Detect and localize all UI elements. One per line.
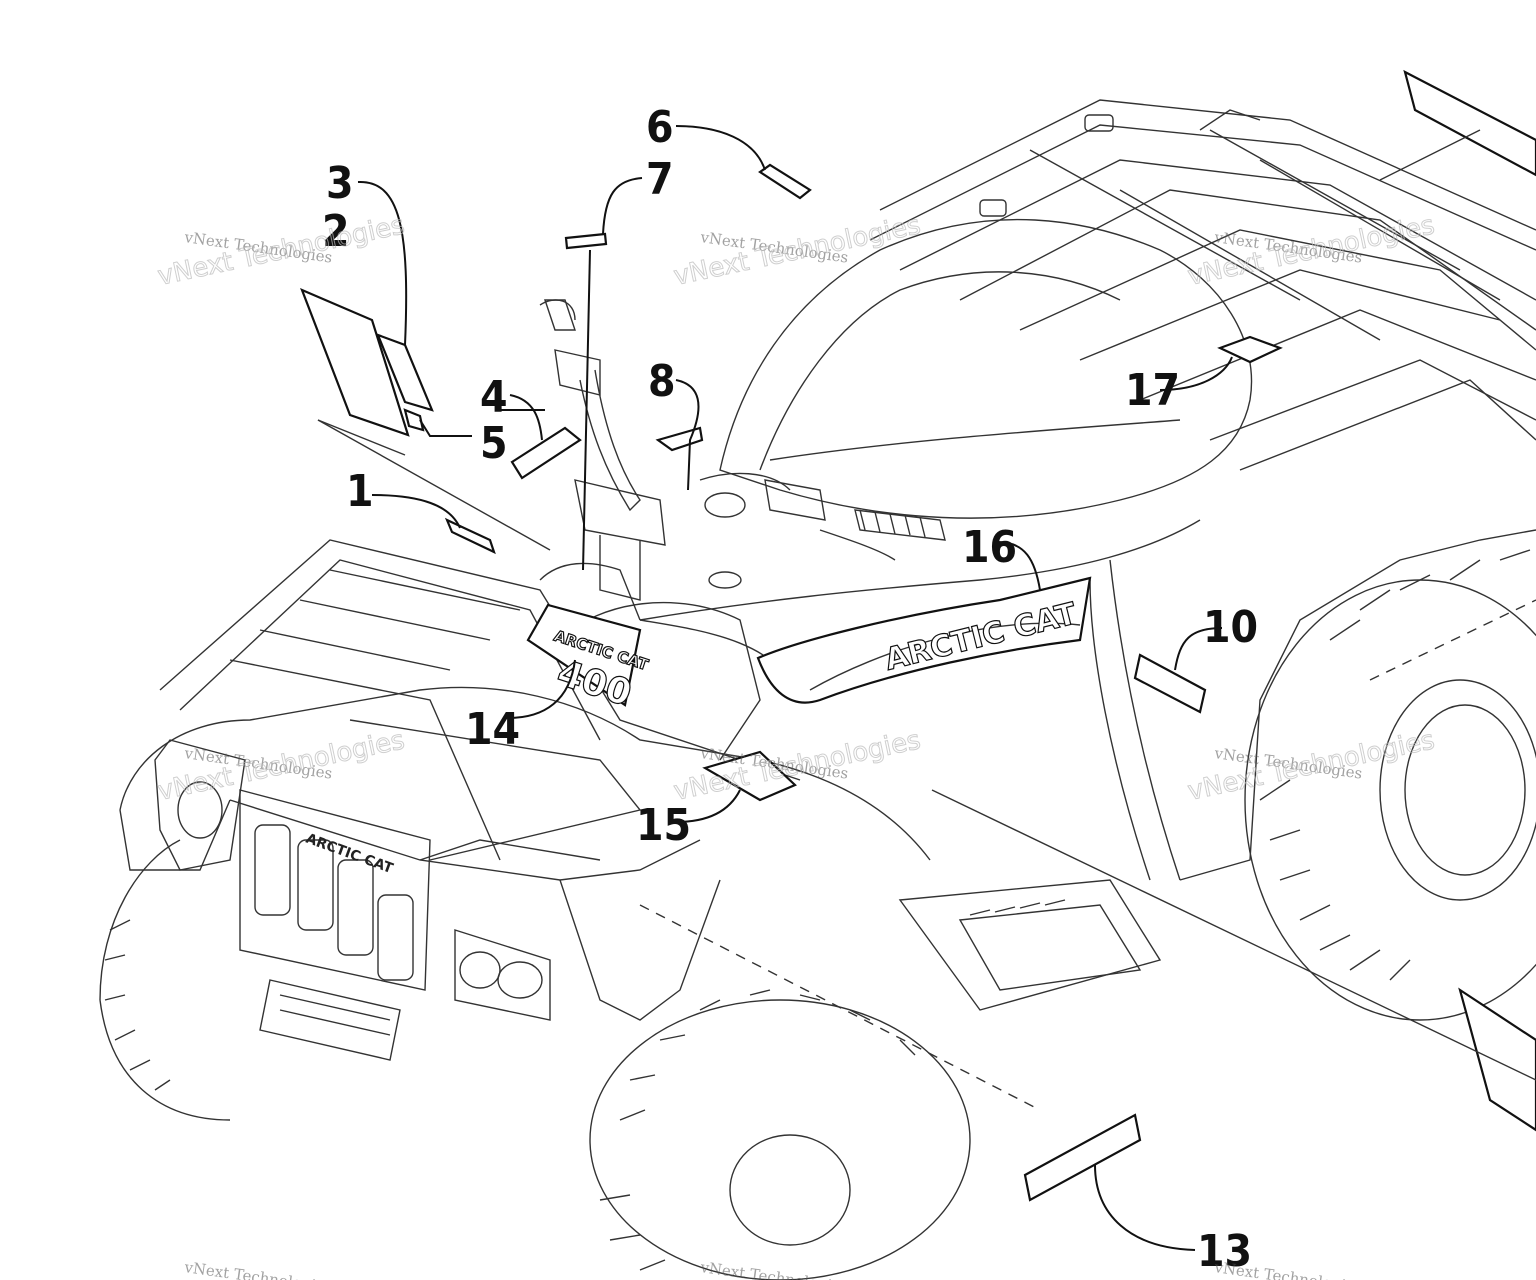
decal-2-shape — [300, 287, 410, 437]
watermark-small: vNext Technologies — [1212, 1258, 1363, 1280]
footrest — [898, 879, 1162, 1011]
decal-4-shape — [510, 426, 582, 480]
front-wheels — [99, 839, 971, 1280]
decal-14-panel: ARCTIC CAT 400 — [526, 603, 652, 715]
callout-6: 6 — [646, 102, 674, 153]
rear-decal-partial — [1403, 69, 1536, 1132]
handlebar — [539, 299, 946, 601]
decal-15-shape — [702, 750, 797, 802]
callout-10: 10 — [1203, 602, 1258, 653]
callout-numbers: 1 2 3 4 5 6 7 8 10 13 14 15 16 17 — [322, 102, 1258, 1277]
watermark-large: vNext Technologies — [1185, 210, 1437, 292]
callout-7: 7 — [646, 154, 674, 205]
watermark-large: vNext Technologies — [155, 725, 407, 807]
decal-3-shape — [376, 333, 434, 412]
decal-13-shape — [1023, 1113, 1142, 1202]
callout-4: 4 — [480, 372, 508, 423]
decal-7-shape — [564, 232, 608, 250]
atv-line-art — [99, 69, 1536, 1280]
callout-14: 14 — [465, 704, 520, 755]
watermark-large: vNext Technologies — [671, 210, 923, 292]
rear-wheel — [1244, 549, 1536, 1021]
decal-10-shape — [1133, 653, 1207, 714]
decals: ARCTIC CAT 400 ARCTIC CAT ARCTIC CAT — [300, 163, 1283, 1202]
callout-17: 17 — [1125, 365, 1180, 416]
watermark-small: vNext Technologies — [698, 1258, 849, 1280]
decal-6-shape — [758, 163, 812, 200]
front-body — [119, 562, 931, 1061]
watermark-large: vNext Technologies — [155, 210, 407, 292]
rear-rack — [869, 99, 1536, 471]
front-rack — [159, 539, 801, 861]
callout-5: 5 — [480, 418, 508, 469]
leader-lines — [317, 125, 1536, 1251]
callout-3: 3 — [326, 158, 354, 209]
callout-15: 15 — [636, 800, 691, 851]
decal-8-shape — [655, 426, 704, 452]
callout-16: 16 — [962, 522, 1017, 573]
watermark-small: vNext Technologies — [182, 1258, 333, 1280]
watermark-large: vNext Technologies — [1185, 725, 1437, 807]
callout-8: 8 — [648, 356, 676, 407]
callout-13: 13 — [1197, 1226, 1252, 1277]
decal-5-shape — [403, 408, 425, 432]
seat-fender — [639, 218, 1536, 881]
callout-1: 1 — [346, 466, 374, 517]
decal-1-shape — [444, 517, 496, 555]
callout-2: 2 — [322, 206, 350, 257]
decal-17-shape — [1217, 335, 1283, 364]
